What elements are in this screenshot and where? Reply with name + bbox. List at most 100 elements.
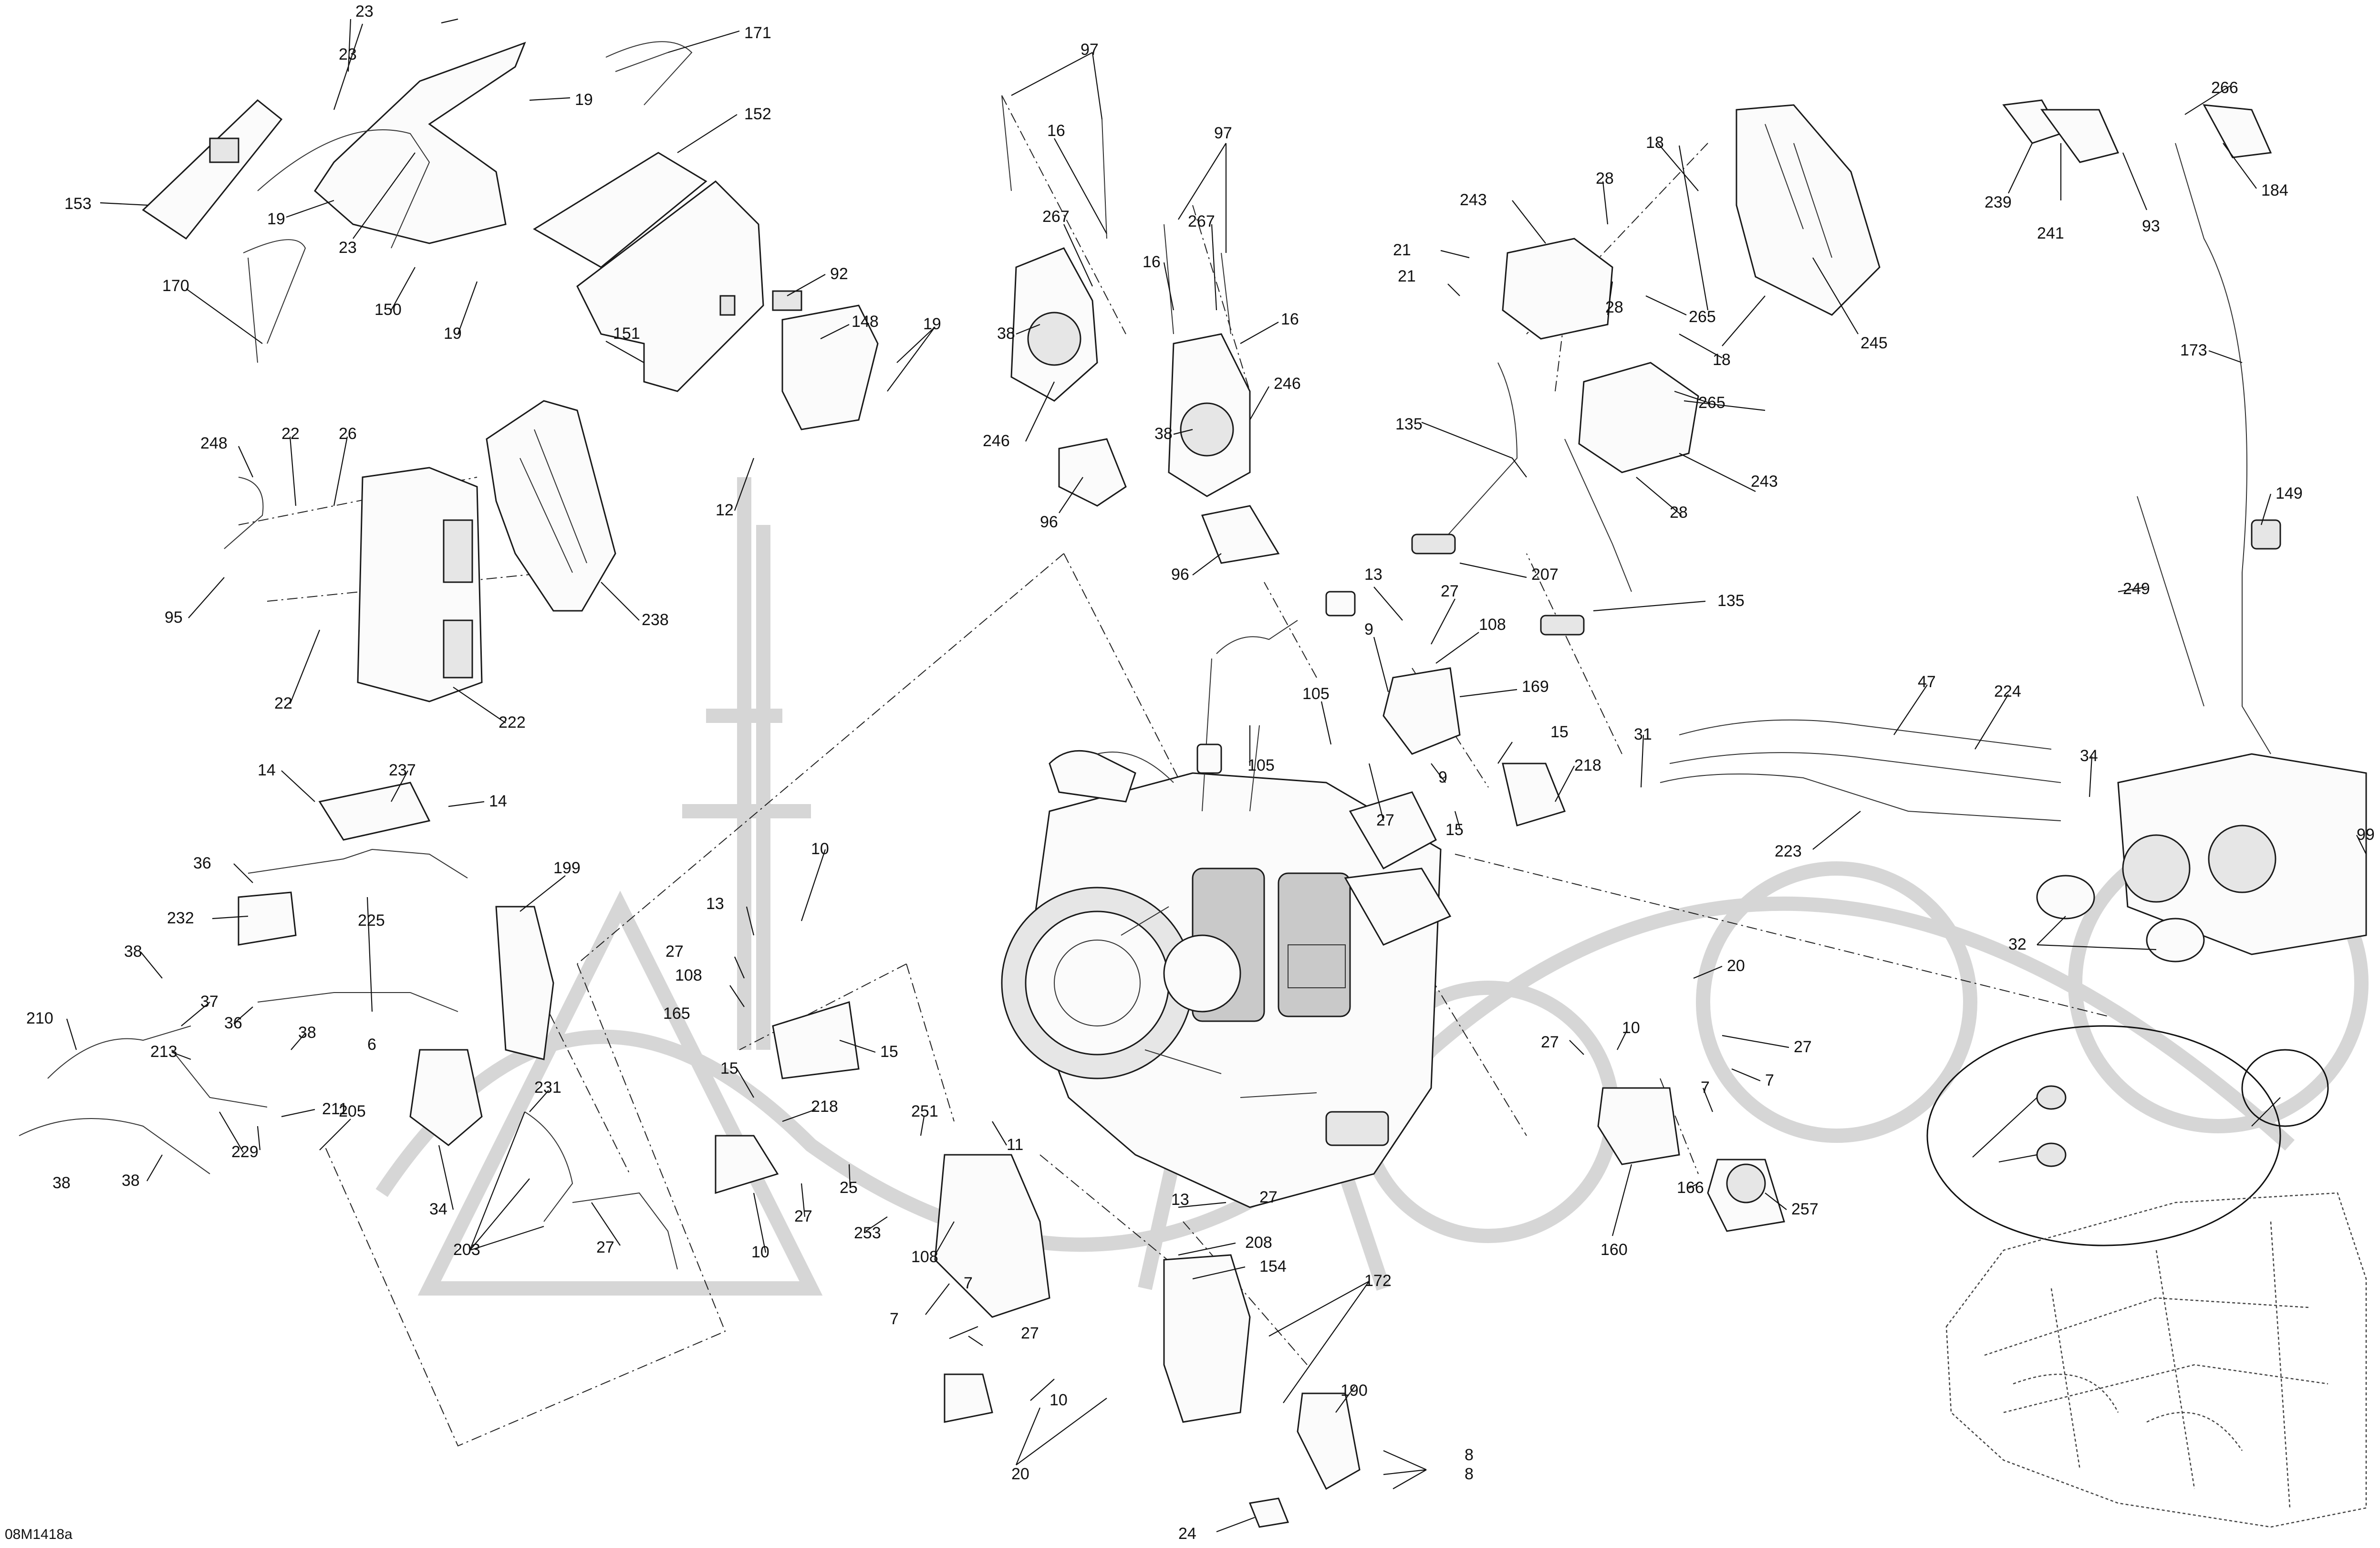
- callout-label: 96: [1040, 513, 1058, 531]
- callout-label: 238: [642, 611, 669, 629]
- callout-label: 99: [2357, 826, 2375, 844]
- callout-label: 27: [1794, 1038, 1812, 1056]
- callout-label: 15: [880, 1043, 898, 1061]
- callout-label: 38: [1154, 425, 1173, 443]
- callout-label: 27: [665, 942, 684, 961]
- callout-label: 19: [267, 210, 285, 228]
- detail-view: [1926, 1025, 2367, 1528]
- callout-label: 218: [811, 1098, 838, 1116]
- callout-label: 222: [499, 713, 526, 732]
- callout-label: 249: [2123, 580, 2150, 598]
- callout-label: 108: [911, 1248, 938, 1266]
- mounts-and-starter: [715, 667, 1785, 1528]
- callout-label: 153: [64, 195, 92, 213]
- callout-label: 223: [1775, 842, 1802, 860]
- callout-label: 154: [1259, 1257, 1287, 1276]
- callout-label: 10: [751, 1243, 769, 1261]
- upper-left-parts: [142, 41, 879, 430]
- callout-label: 231: [534, 1078, 561, 1097]
- callout-label: 7: [964, 1274, 973, 1292]
- ecu-assembly: [224, 400, 616, 702]
- callout-label: 166: [1677, 1179, 1704, 1197]
- callout-label: 28: [1670, 503, 1688, 522]
- callout-label: 243: [1751, 472, 1778, 491]
- callout-label: 237: [389, 761, 416, 779]
- callout-label: 93: [2142, 217, 2160, 235]
- callout-label: 218: [1574, 756, 1601, 774]
- callout-label: 203: [453, 1241, 480, 1259]
- callout-label: 32: [2008, 935, 2027, 953]
- callout-label: 23: [339, 239, 357, 257]
- callout-label: 34: [2080, 747, 2098, 765]
- callout-label: 27: [1541, 1033, 1559, 1051]
- callout-label: 248: [200, 434, 228, 452]
- callout-label: 169: [1522, 678, 1549, 696]
- callout-label: 27: [1021, 1324, 1039, 1342]
- callout-label: 14: [258, 761, 276, 779]
- callout-labels: 8 8 23 23 19 171 152 153 19 23 170 150 1…: [26, 2, 2375, 1543]
- callout-label: 38: [298, 1024, 316, 1042]
- callout-label: 31: [1634, 725, 1652, 743]
- callout-label: 21: [1398, 267, 1416, 285]
- callout-label: 19: [444, 324, 462, 343]
- callout-label: 13: [1171, 1191, 1189, 1209]
- lower-left-parts: [19, 782, 678, 1270]
- callout-label: 243: [1460, 191, 1487, 209]
- callout-label: 266: [2211, 79, 2238, 97]
- drawing-reference-code: 08M1418a: [5, 1527, 73, 1542]
- callout-label: 19: [923, 315, 941, 333]
- callout-label: 160: [1601, 1241, 1628, 1259]
- callout-label: 265: [1689, 308, 1716, 326]
- callout-label: 184: [2261, 181, 2288, 199]
- callout-label: 21: [1393, 241, 1411, 259]
- callout-label: 15: [1550, 723, 1569, 741]
- callout-label: 9: [1438, 768, 1447, 786]
- callout-label: 10: [1622, 1019, 1640, 1037]
- callout-label: 16: [1281, 310, 1299, 328]
- callout-label: 15: [1445, 821, 1464, 839]
- callout-label: 265: [1698, 394, 1725, 412]
- callout-label: 7: [890, 1310, 899, 1328]
- callout-label: 172: [1364, 1272, 1392, 1290]
- callout-label: 207: [1531, 565, 1559, 584]
- callout-label: 190: [1341, 1381, 1368, 1400]
- callout-label: 28: [1596, 169, 1614, 188]
- callout-label: 18: [1646, 134, 1664, 152]
- callout-label: 26: [339, 425, 357, 443]
- engine-assembly: [1001, 591, 1452, 1208]
- callout-label: 27: [794, 1207, 812, 1225]
- callout-label: 246: [983, 432, 1010, 450]
- callout-label: 14: [489, 792, 507, 810]
- callout-label: 205: [339, 1102, 366, 1120]
- callout-label: 22: [281, 425, 300, 443]
- electrical-modules: [1411, 104, 1881, 636]
- callout-label: 24: [1178, 1525, 1196, 1543]
- callout-label: 36: [224, 1014, 242, 1032]
- ignition-coils: [1001, 95, 1280, 564]
- callout-label: 210: [26, 1009, 53, 1027]
- callout-label: 208: [1245, 1234, 1272, 1252]
- watermark: [375, 477, 2369, 1296]
- callout-label: 246: [1274, 375, 1301, 393]
- callout-label: 150: [374, 301, 402, 319]
- callout-label: 6: [367, 1035, 376, 1054]
- callout-label: 199: [553, 859, 581, 877]
- callout-label: 16: [1143, 253, 1161, 271]
- callout-label: 7: [1765, 1071, 1774, 1089]
- callout-label: 253: [854, 1224, 881, 1242]
- callout-label: 149: [2276, 484, 2303, 502]
- callout-label: 34: [429, 1200, 447, 1218]
- callout-label: 152: [744, 105, 771, 123]
- callout-label: 16: [1047, 122, 1065, 140]
- callout-label: 8: [1465, 1446, 1474, 1464]
- callout-label: 25: [840, 1179, 858, 1197]
- callout-label: 108: [675, 966, 702, 984]
- callout-label: 105: [1247, 756, 1275, 774]
- callout-label: 12: [716, 501, 734, 519]
- callout-label: 13: [706, 895, 724, 913]
- callout-label: 10: [1050, 1391, 1068, 1409]
- callout-label: 38: [124, 942, 142, 961]
- callout-label: 27: [1259, 1188, 1278, 1206]
- callout-label: 241: [2037, 224, 2064, 242]
